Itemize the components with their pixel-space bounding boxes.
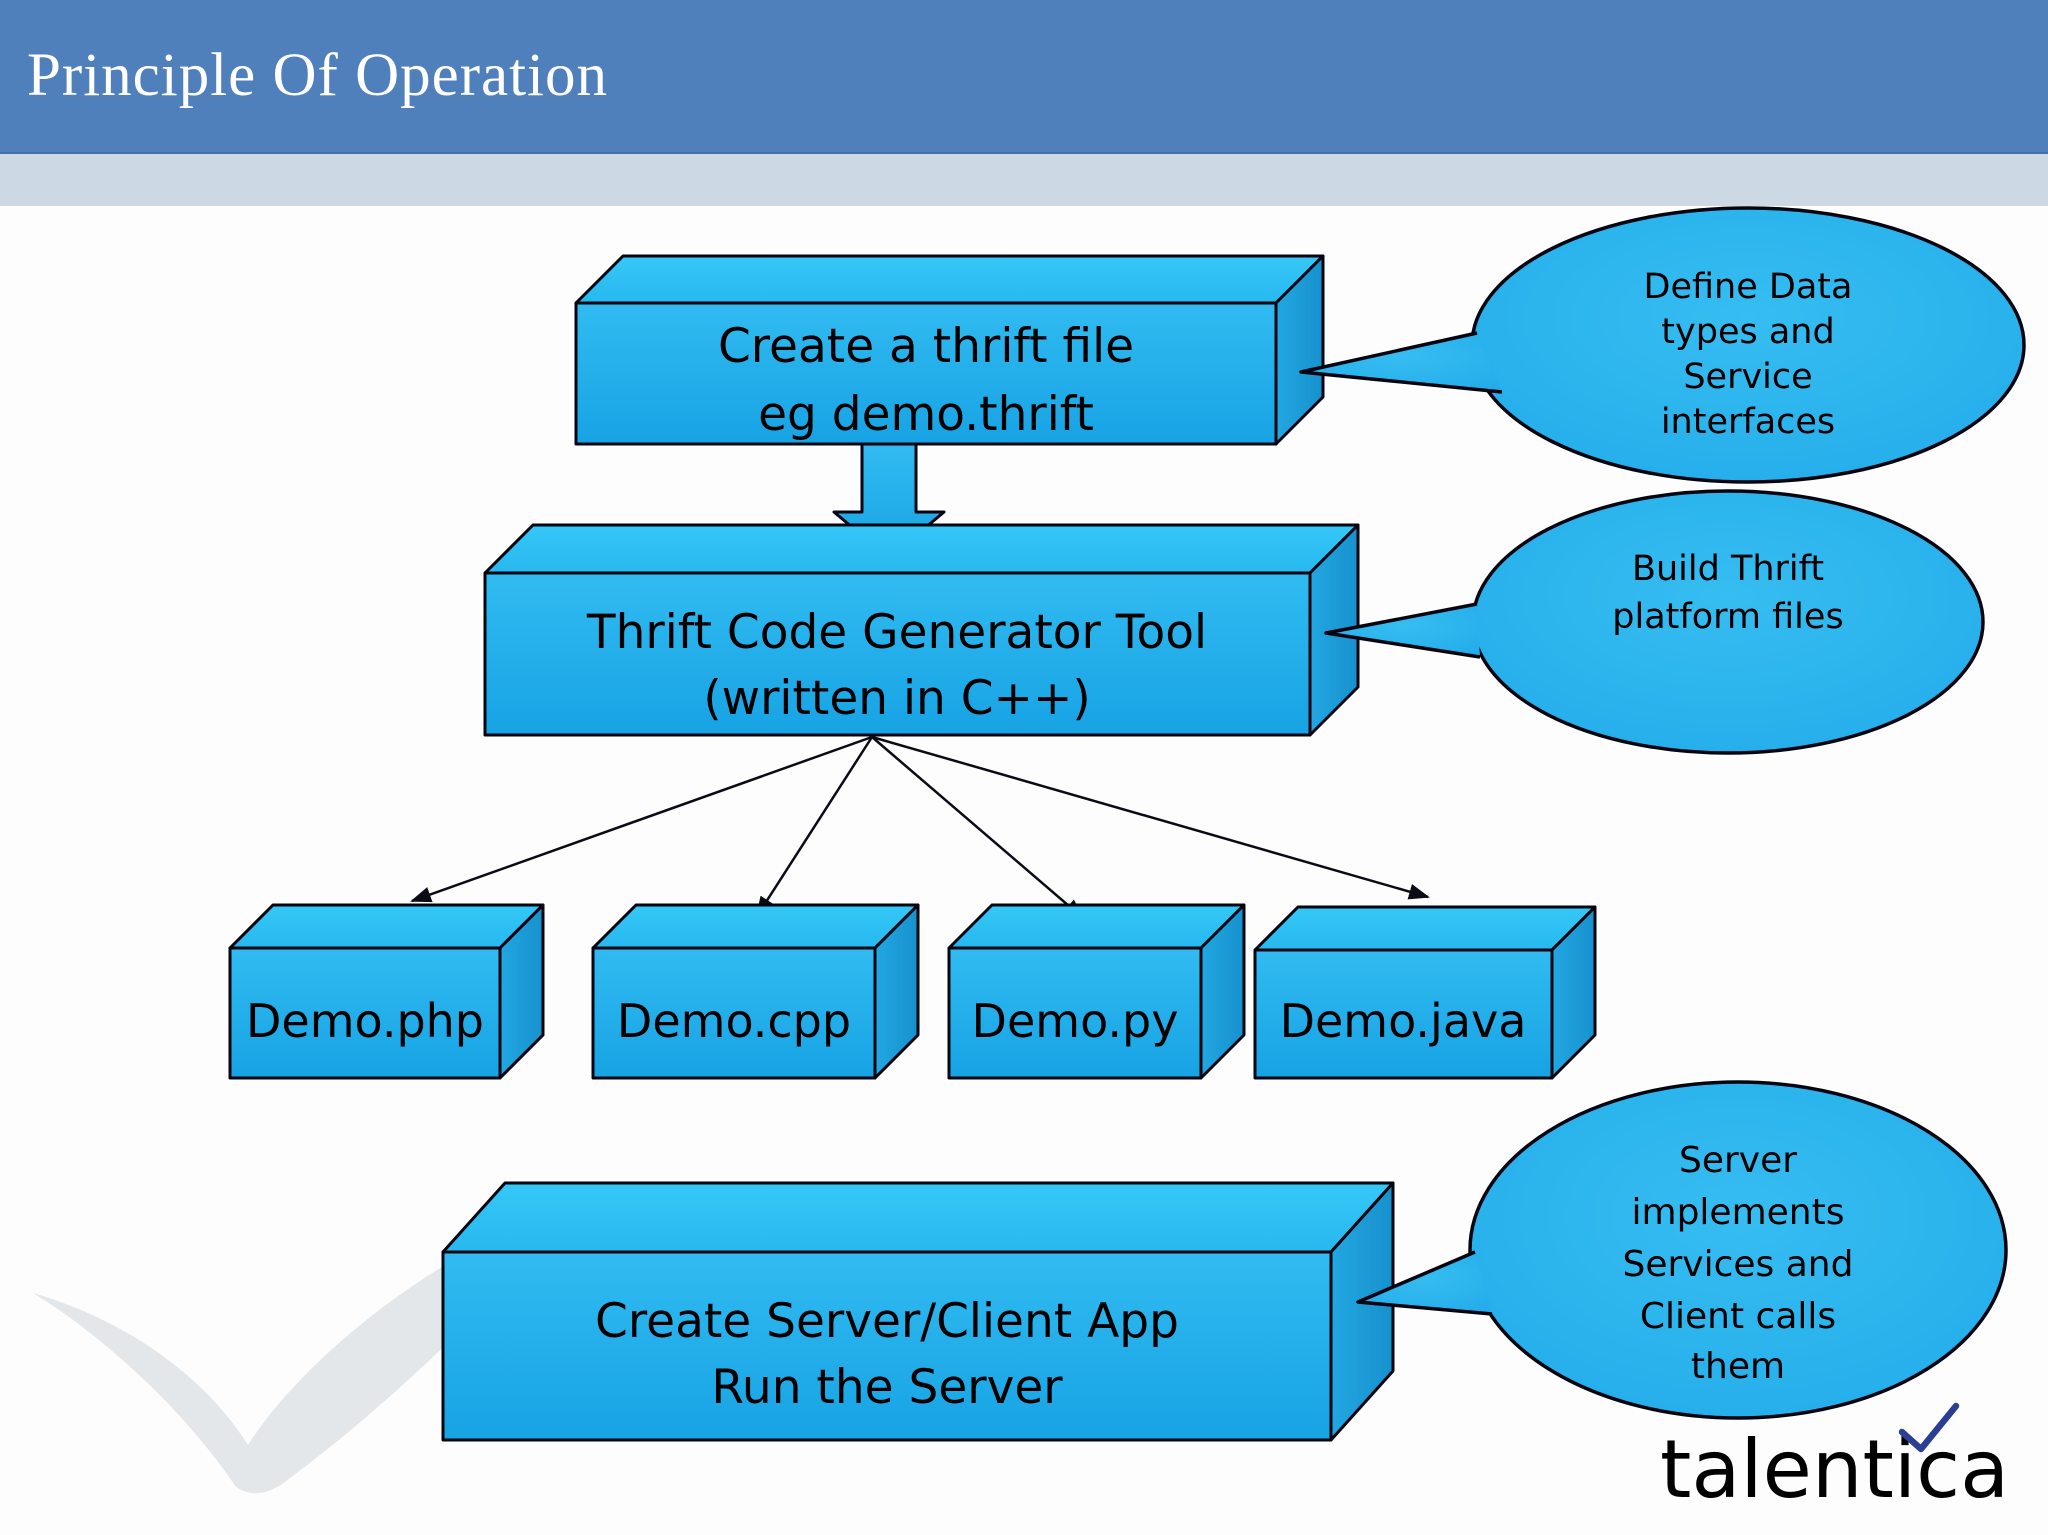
callout-tail bbox=[1356, 1250, 1493, 1316]
callout-define-line4: interfaces bbox=[1661, 402, 1835, 442]
callout-server-implements: Server implements Services and Client ca… bbox=[1356, 1080, 2008, 1420]
box-server-client-app bbox=[441, 1181, 1395, 1442]
page-title: Principle Of Operation bbox=[27, 42, 609, 109]
callout-define-data: Define Data types and Service interfaces bbox=[1299, 206, 2026, 484]
box-code-generator-line2: (written in C++) bbox=[703, 671, 1090, 726]
box-top-face bbox=[591, 903, 920, 950]
box-demo-cpp bbox=[591, 903, 920, 1080]
box-front-face bbox=[947, 946, 1203, 1080]
connector-arrows bbox=[410, 735, 1430, 920]
talentica-logo: talentica bbox=[1660, 1402, 2009, 1516]
box-create-thrift-file-line1: Create a thrift file bbox=[718, 319, 1134, 374]
box-front-face bbox=[228, 946, 502, 1080]
box-demo-py-label: Demo.py bbox=[972, 994, 1179, 1048]
callout-build-line2: platform files bbox=[1612, 597, 1843, 637]
box-demo-php-label: Demo.php bbox=[246, 994, 484, 1048]
connector-arrow-java bbox=[871, 735, 1430, 900]
box-front-face bbox=[591, 946, 877, 1080]
callout-define-line1: Define Data bbox=[1644, 267, 1853, 307]
callout-server-line3: Services and bbox=[1623, 1244, 1854, 1285]
connector-arrow-py bbox=[871, 736, 1085, 920]
box-server-client-app-line2: Run the Server bbox=[711, 1360, 1063, 1415]
box-demo-php bbox=[228, 903, 545, 1080]
box-top-face bbox=[574, 254, 1325, 305]
box-demo-cpp-label: Demo.cpp bbox=[617, 994, 851, 1048]
connector-arrow-php bbox=[410, 735, 873, 903]
talentica-logo-text: talentica bbox=[1660, 1423, 2009, 1516]
box-demo-java-label: Demo.java bbox=[1280, 994, 1527, 1048]
box-demo-py bbox=[947, 903, 1246, 1080]
callout-build-platform: Build Thrift platform files bbox=[1324, 489, 1985, 755]
box-server-client-app-line1: Create Server/Client App bbox=[595, 1294, 1179, 1349]
box-front-face bbox=[441, 1250, 1333, 1442]
box-top-face bbox=[1253, 905, 1597, 952]
callout-tail bbox=[1299, 331, 1503, 394]
callout-build-line1: Build Thrift bbox=[1632, 549, 1824, 589]
callout-define-line3: Service bbox=[1683, 357, 1812, 397]
box-front-face bbox=[483, 571, 1312, 737]
callout-tail bbox=[1324, 602, 1481, 659]
callout-server-line1: Server bbox=[1679, 1140, 1797, 1181]
callout-server-line4: Client calls bbox=[1640, 1296, 1836, 1337]
callout-define-line2: types and bbox=[1661, 312, 1834, 352]
box-top-face bbox=[441, 1181, 1395, 1254]
box-code-generator bbox=[483, 523, 1360, 737]
callout-server-line5: them bbox=[1691, 1346, 1785, 1387]
header-accent-band bbox=[0, 154, 2048, 206]
box-top-face bbox=[228, 903, 545, 950]
talentica-check-icon bbox=[1898, 1402, 1960, 1453]
box-front-face bbox=[1253, 948, 1554, 1080]
box-top-face bbox=[947, 903, 1246, 950]
box-create-thrift-file bbox=[574, 254, 1325, 446]
callout-server-line2: implements bbox=[1632, 1192, 1845, 1233]
box-code-generator-line1: Thrift Code Generator Tool bbox=[586, 605, 1207, 660]
connector-arrow-cpp bbox=[755, 736, 874, 918]
box-demo-java bbox=[1253, 905, 1597, 1080]
box-top-face bbox=[483, 523, 1360, 575]
slide-header: Principle Of Operation bbox=[0, 0, 2048, 154]
box-create-thrift-file-line2: eg demo.thrift bbox=[758, 387, 1094, 442]
box-front-face bbox=[574, 301, 1278, 446]
